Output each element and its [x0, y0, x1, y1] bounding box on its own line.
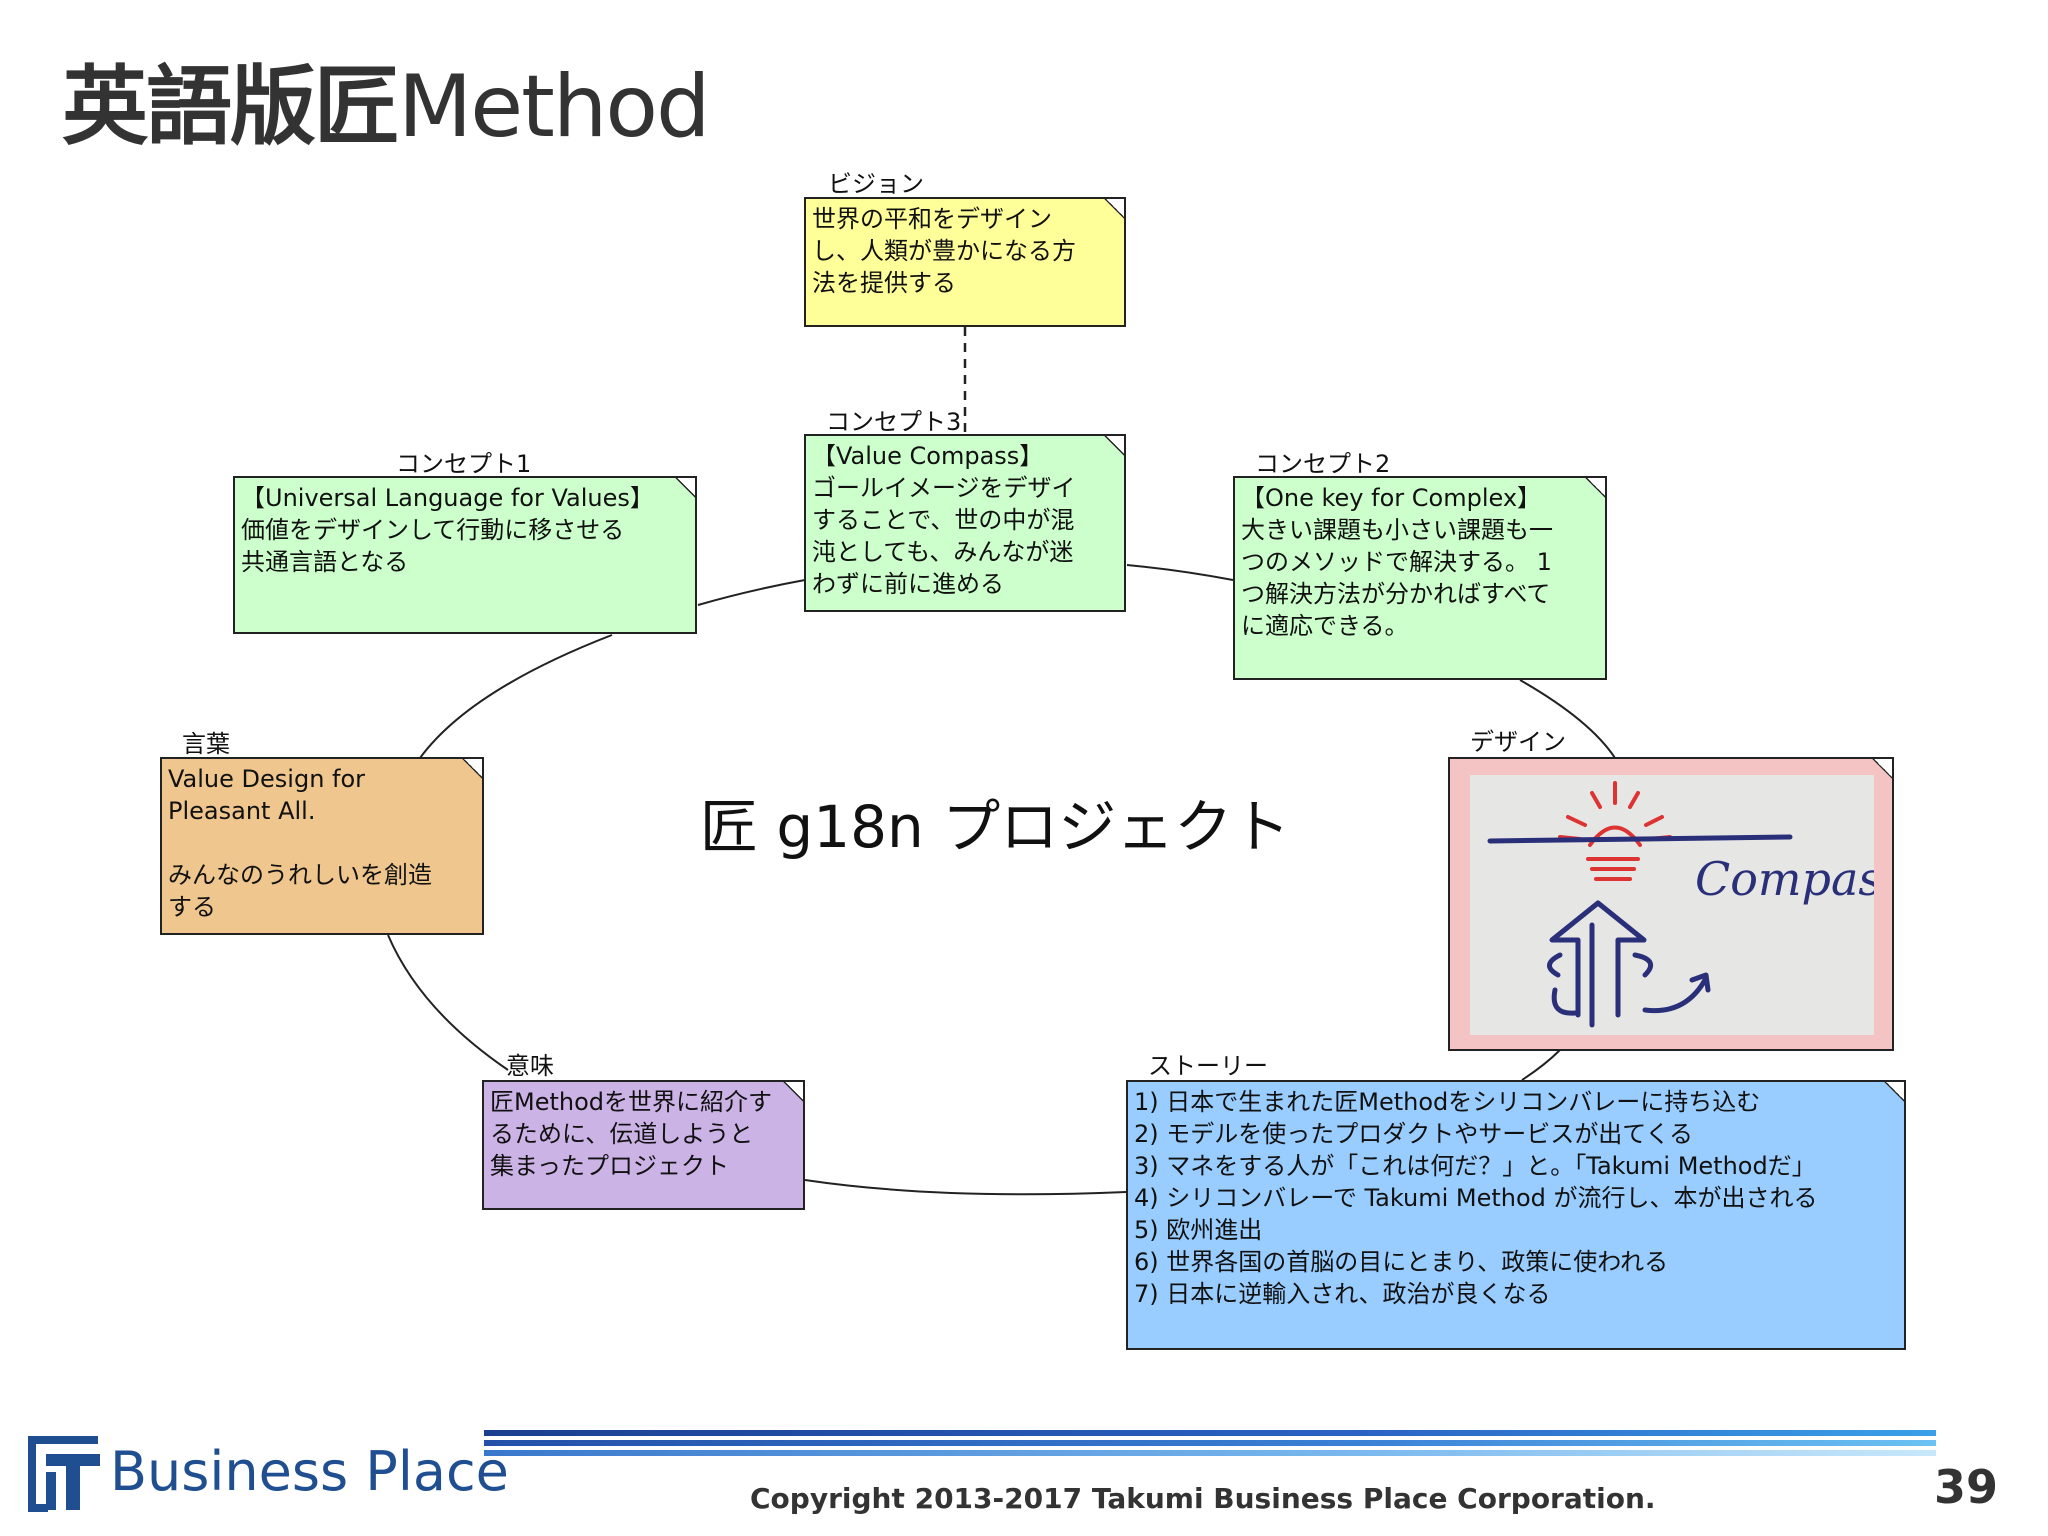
- story-line-3: 3) マネをする人が「これは何だ？」と。「Takumi Methodだ」: [1134, 1152, 1816, 1180]
- words-note: Value Design for Pleasant All. みんなのうれしいを…: [160, 757, 484, 935]
- slide-title-kanji: 英語版匠: [62, 57, 400, 157]
- vision-line-3: 法を提供する: [812, 269, 956, 297]
- concept2-line-5: に適応できる。: [1241, 612, 1409, 640]
- words-line-3: [168, 827, 476, 859]
- concept3-line-3: することで、世の中が混: [812, 506, 1075, 534]
- footer-stripe-3: [484, 1450, 1936, 1456]
- meaning-line-3: 集まったプロジェクト: [490, 1152, 730, 1180]
- concept3-to-concept2-arc: [1126, 564, 1234, 581]
- concept1-line-3: 共通言語となる: [241, 548, 409, 576]
- sketch-compass-label: Compass: [1695, 852, 1874, 906]
- concept3-stereotype: コンセプト3: [826, 408, 962, 436]
- story-stereotype: ストーリー: [1148, 1052, 1268, 1080]
- concept3-line-2: ゴールイメージをデザイ: [812, 474, 1076, 502]
- meaning-note: 匠Methodを世界に紹介す るために、伝道しようと 集まったプロジェクト: [482, 1080, 805, 1210]
- concept1-to-words-arc: [419, 634, 613, 759]
- words-line-4: みんなのうれしいを創造: [168, 861, 432, 889]
- slide-title: 英語版匠Method: [62, 36, 711, 161]
- vision-stereotype: ビジョン: [828, 170, 924, 198]
- logo-mark-icon: [28, 1436, 100, 1512]
- concept1-line-1: 【Universal Language for Values】: [241, 484, 654, 512]
- story-line-4: 4) シリコンバレーで Takumi Method が流行し、本が出される: [1134, 1184, 1818, 1212]
- vision-note: 世界の平和をデザイン し、人類が豊かになる方 法を提供する: [804, 197, 1126, 327]
- words-line-1: Value Design for: [168, 765, 366, 793]
- meaning-line-1: 匠Methodを世界に紹介す: [490, 1088, 773, 1116]
- arrow-icon: [1547, 900, 1711, 1028]
- story-line-6: 6) 世界各国の首脳の目にとまり、政策に使われる: [1134, 1248, 1669, 1276]
- concept1-note: 【Universal Language for Values】 価値をデザインし…: [233, 476, 697, 634]
- story-note: 1) 日本で生まれた匠Methodをシリコンバレーに持ち込む 2) モデルを使っ…: [1126, 1080, 1906, 1350]
- concept3-line-5: わずに前に進める: [812, 570, 1004, 598]
- footer-stripe-1: [484, 1430, 1936, 1436]
- words-to-meaning-arc: [387, 934, 509, 1071]
- page-number: 39: [1934, 1460, 1999, 1514]
- story-line-5: 5) 欧州進出: [1134, 1216, 1263, 1244]
- concept3-note: 【Value Compass】 ゴールイメージをデザイ することで、世の中が混 …: [804, 434, 1126, 612]
- meaning-stereotype: 意味: [506, 1052, 554, 1080]
- concept1-stereotype: コンセプト1: [396, 450, 532, 478]
- words-stereotype: 言葉: [182, 730, 230, 758]
- words-line-2: Pleasant All.: [168, 797, 316, 825]
- design-stereotype: デザイン: [1470, 728, 1566, 756]
- project-title: 匠 g18n プロジェクト: [700, 793, 1291, 861]
- story-line-1: 1) 日本で生まれた匠Methodをシリコンバレーに持ち込む: [1134, 1088, 1761, 1116]
- company-logo: Business Place: [24, 1432, 509, 1516]
- compass-sketch: Compass: [1470, 775, 1906, 1035]
- copyright-text: Copyright 2013-2017 Takumi Business Plac…: [750, 1482, 1656, 1515]
- design-sketch-image: Compass: [1470, 775, 1906, 1035]
- words-line-5: する: [168, 893, 216, 921]
- concept2-to-design-arc: [1519, 679, 1616, 759]
- meaning-line-2: るために、伝道しようと: [490, 1120, 754, 1148]
- design-to-story-arc: [1521, 1049, 1561, 1081]
- concept2-line-4: つ解決方法が分かればすべて: [1241, 580, 1551, 608]
- story-line-7: 7) 日本に逆輸入され、政治が良くなる: [1134, 1280, 1551, 1308]
- concept3-to-concept1-arc: [697, 579, 806, 606]
- concept2-line-3: つのメソッドで解決する。 1: [1241, 548, 1552, 576]
- footer-stripes: [484, 1430, 1936, 1460]
- concept2-note: 【One key for Complex】 大きい課題も小さい課題も一 つのメソ…: [1233, 476, 1607, 680]
- slide-title-latin: Method: [398, 57, 711, 157]
- concept3-line-4: 沌としても、みんなが迷: [812, 538, 1074, 566]
- concept1-line-2: 価値をデザインして行動に移させる: [241, 516, 625, 544]
- vision-line-2: し、人類が豊かになる方: [812, 237, 1076, 265]
- meaning-to-story-arc: [804, 1179, 1127, 1196]
- concept3-line-1: 【Value Compass】: [812, 442, 1044, 470]
- logo-text: Business Place: [110, 1440, 509, 1503]
- concept2-stereotype: コンセプト2: [1255, 450, 1391, 478]
- concept2-line-2: 大きい課題も小さい課題も一: [1241, 516, 1553, 544]
- story-line-2: 2) モデルを使ったプロダクトやサービスが出てくる: [1134, 1120, 1694, 1148]
- footer-stripe-2: [484, 1440, 1936, 1446]
- vision-line-1: 世界の平和をデザイン: [812, 205, 1052, 233]
- concept2-line-1: 【One key for Complex】: [1241, 484, 1542, 512]
